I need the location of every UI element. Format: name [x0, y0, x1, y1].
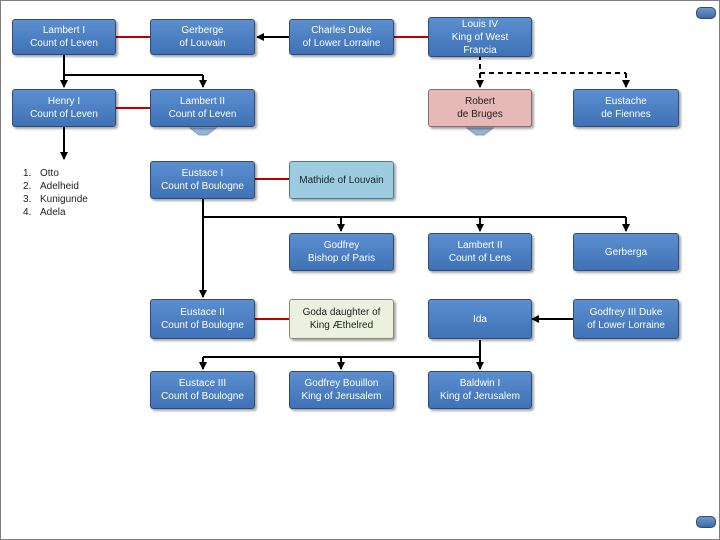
dashed-descent-line	[479, 55, 626, 74]
node-lambert-i: Lambert I Count of Leven	[12, 19, 116, 55]
node-goda: Goda daughter of King Æthelred	[289, 299, 394, 339]
corner-pill-icon	[696, 7, 716, 19]
corner-pill-icon	[696, 516, 716, 528]
list-item: 4. Adela	[23, 206, 88, 219]
node-line: Count of Boulogne	[161, 320, 244, 331]
node-line: Count of Leven	[30, 38, 98, 49]
list-name: Adela	[40, 207, 66, 218]
node-line: of Louvain	[179, 38, 226, 49]
list-number: 1.	[23, 168, 32, 179]
node-line: Baldwin I	[459, 378, 501, 389]
node-line: Eustache	[605, 96, 647, 107]
list-name: Otto	[40, 168, 59, 179]
node-line: Lambert I	[42, 25, 86, 36]
node-line: Lambert II	[179, 96, 225, 107]
node-line: King of Jerusalem	[439, 391, 521, 402]
node-line: Eustace II	[180, 307, 225, 318]
node-line: Louis IV	[461, 18, 499, 30]
node-line: Gerberge	[181, 25, 224, 36]
list-item: 3. Kunigunde	[23, 193, 88, 206]
children-list: 1. Otto 2. Adelheid 3. Kunigunde 4. Adela	[23, 167, 88, 219]
node-line: Henry I	[47, 96, 81, 107]
node-eustache-de-fiennes: Eustache de Fiennes	[573, 89, 679, 127]
node-eustace-ii: Eustace II Count of Boulogne	[150, 299, 255, 339]
node-line: Godfrey III Duke	[589, 307, 663, 318]
list-name: Kunigunde	[40, 194, 88, 205]
node-line: Bishop of Paris	[307, 253, 376, 264]
node-charles-duke: Charles Duke of Lower Lorraine	[289, 19, 394, 55]
node-line: King Æthelred	[309, 320, 374, 331]
node-robert-de-bruges: Robert de Bruges	[428, 89, 532, 127]
node-line: Count of Leven	[30, 109, 98, 120]
node-baldwin-i: Baldwin I King of Jerusalem	[428, 371, 532, 409]
node-line: Robert	[464, 96, 495, 107]
node-ida: Ida	[428, 299, 532, 339]
down-chevron-arrow	[465, 127, 495, 136]
list-item: 1. Otto	[23, 167, 88, 180]
node-line: Mathide of Louvain	[299, 174, 384, 186]
list-item: 2. Adelheid	[23, 180, 88, 193]
node-mathilde-of-louvain: Mathide of Louvain	[289, 161, 394, 199]
node-line: Goda daughter of	[302, 307, 381, 318]
list-number: 4.	[23, 207, 32, 218]
node-line: de Bruges	[457, 109, 503, 120]
node-line: Ida	[473, 313, 487, 325]
node-line: Count of Lens	[448, 253, 512, 264]
node-line: Francia	[463, 44, 497, 56]
node-line: King of West	[451, 31, 509, 43]
node-line: de Fiennes	[601, 109, 651, 120]
node-line: Gerberga	[604, 246, 648, 258]
node-gerberge-of-louvain: Gerberge of Louvain	[150, 19, 255, 55]
node-line: Godfrey Bouillon	[304, 378, 379, 389]
node-line: Count of Boulogne	[161, 181, 244, 192]
list-name: Adelheid	[40, 181, 79, 192]
list-number: 3.	[23, 194, 32, 205]
descent-line	[63, 55, 203, 76]
down-chevron-arrow	[188, 127, 218, 136]
node-lambert-ii-leven: Lambert II Count of Leven	[150, 89, 255, 127]
node-line: Lambert II	[457, 240, 503, 251]
node-line: Eustace I	[181, 168, 224, 179]
node-line: of Lower Lorraine	[302, 38, 381, 49]
node-line: of Lower Lorraine	[587, 320, 665, 331]
node-line: Count of Leven	[168, 109, 237, 120]
list-number: 2.	[23, 181, 32, 192]
node-lambert-ii-lens: Lambert II Count of Lens	[428, 233, 532, 271]
node-gerberga: Gerberga	[573, 233, 679, 271]
node-eustace-iii: Eustace III Count of Boulogne	[150, 371, 255, 409]
node-line: Eustace III	[178, 378, 227, 389]
node-godfrey-iii: Godfrey III Duke of Lower Lorraine	[573, 299, 679, 339]
node-line: Count of Boulogne	[161, 391, 244, 402]
node-line: Godfrey	[323, 240, 360, 251]
node-line: Charles Duke	[311, 25, 372, 36]
node-henry-i: Henry I Count of Leven	[12, 89, 116, 127]
node-eustace-i: Eustace I Count of Boulogne	[150, 161, 255, 199]
node-line: King of Jerusalem	[301, 391, 382, 402]
